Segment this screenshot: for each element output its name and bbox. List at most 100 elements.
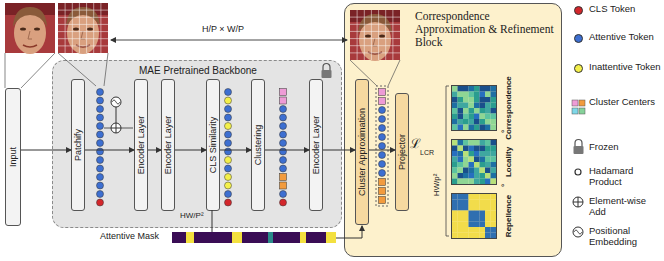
heatmap-cell <box>469 119 475 125</box>
heatmap-cell <box>480 227 486 233</box>
heatmap-cell <box>458 157 464 163</box>
size-bracket <box>446 86 449 236</box>
heatmap-cell <box>474 86 480 92</box>
heatmap-cell <box>480 211 486 217</box>
heatmap-cell <box>452 114 458 120</box>
heatmap-cell <box>485 114 491 120</box>
patched-face <box>58 3 108 54</box>
heatmap-cell <box>452 140 458 146</box>
heatmap-cell <box>469 92 475 98</box>
heatmap-cell <box>474 97 480 103</box>
heatmap-cell <box>480 146 486 152</box>
connector-arrow <box>21 150 71 151</box>
input-box: Input <box>5 88 21 226</box>
process-box: Encoder Layer <box>134 79 148 211</box>
cluster-token <box>379 188 386 195</box>
heatmap-cell <box>474 200 480 206</box>
attentive-token <box>280 148 287 155</box>
heatmap-cell <box>491 140 497 146</box>
heatmap-cell <box>491 168 497 174</box>
heatmap-cell <box>463 108 469 114</box>
heatmap-cell <box>463 194 469 200</box>
heatmap-cell <box>463 200 469 206</box>
zoom-lines <box>5 53 400 88</box>
heatmap-cell <box>452 205 458 211</box>
heatmap-cell <box>469 151 475 157</box>
heatmap-cell <box>469 168 475 174</box>
heatmap-cell <box>480 140 486 146</box>
lock-icon <box>322 64 332 78</box>
heatmap-cell <box>452 151 458 157</box>
attentive-token <box>379 152 386 159</box>
legend-symbols <box>579 108 585 114</box>
heatmap-cell <box>474 125 480 131</box>
attentive-token <box>97 174 104 181</box>
heatmap-cell <box>469 97 475 103</box>
heatmap-cell <box>452 103 458 109</box>
heatmap-cell <box>463 97 469 103</box>
heatmap-cell <box>485 125 491 131</box>
attentive-token <box>225 114 232 121</box>
heatmap-cell <box>452 97 458 103</box>
heatmap-cell <box>452 168 458 174</box>
heatmap-cell <box>474 211 480 217</box>
hadamard-symbol: ∘ <box>500 181 506 190</box>
attentive-mask-bar <box>172 232 336 243</box>
heatmap-cell <box>463 162 469 168</box>
heatmap-cell <box>491 205 497 211</box>
attentive-token <box>379 170 386 177</box>
attentive-token <box>225 148 232 155</box>
heatmap-cell <box>485 227 491 233</box>
box-label: Encoder Layer <box>311 116 321 175</box>
heatmap-cell <box>458 179 464 185</box>
heatmap-cell <box>469 108 475 114</box>
heatmap-cell <box>480 179 486 185</box>
heatmap-cell <box>458 205 464 211</box>
heatmap-cell <box>469 205 475 211</box>
connector-arrow <box>265 150 309 151</box>
inattentive-token <box>225 174 232 181</box>
process-box: Encoder Layer <box>161 79 175 211</box>
heatmap-cell <box>480 194 486 200</box>
heatmap-cell <box>469 173 475 179</box>
heatmap-cell <box>485 222 491 228</box>
box-label: Cluster Approximation <box>357 108 367 196</box>
loss-symbol: ℒ <box>410 137 421 150</box>
attentive-mask-bar <box>232 232 242 243</box>
heatmap-cell <box>480 168 486 174</box>
attentive-token <box>225 191 232 198</box>
attentive-token <box>225 131 232 138</box>
box-label: Patchify <box>73 129 83 161</box>
heatmap-cell <box>463 227 469 233</box>
heatmap-cell <box>485 179 491 185</box>
heatmap-cell <box>474 140 480 146</box>
heatmap-cell <box>452 227 458 233</box>
heatmap-cell <box>458 119 464 125</box>
heatmap-cell <box>480 222 486 228</box>
heatmap-cell <box>480 233 486 239</box>
heatmap-cell <box>463 179 469 185</box>
heatmap-cell <box>469 227 475 233</box>
heatmap-cell <box>458 233 464 239</box>
heatmap-cell <box>452 222 458 228</box>
size-arrow <box>111 40 347 41</box>
heatmap-cell <box>463 86 469 92</box>
attentive-token <box>97 157 104 164</box>
zoom-lines <box>350 60 400 86</box>
heatmap-cell <box>469 103 475 109</box>
inattentive-token <box>225 157 232 164</box>
heatmap-cell <box>452 86 458 92</box>
heatmap-cell <box>480 157 486 163</box>
heatmap-cell <box>469 194 475 200</box>
lock-icon <box>322 70 332 78</box>
legend-symbols <box>573 197 583 207</box>
attentive-mask-bar <box>326 232 336 243</box>
attentive-token <box>379 107 386 114</box>
block-title: Correspondence Approximation & Refinemen… <box>415 10 555 50</box>
heatmap-cell <box>485 92 491 98</box>
heatmap-cell <box>469 125 475 131</box>
legend-symbols <box>574 146 584 154</box>
heatmap-cell <box>469 146 475 152</box>
connector-arrow <box>323 150 355 151</box>
